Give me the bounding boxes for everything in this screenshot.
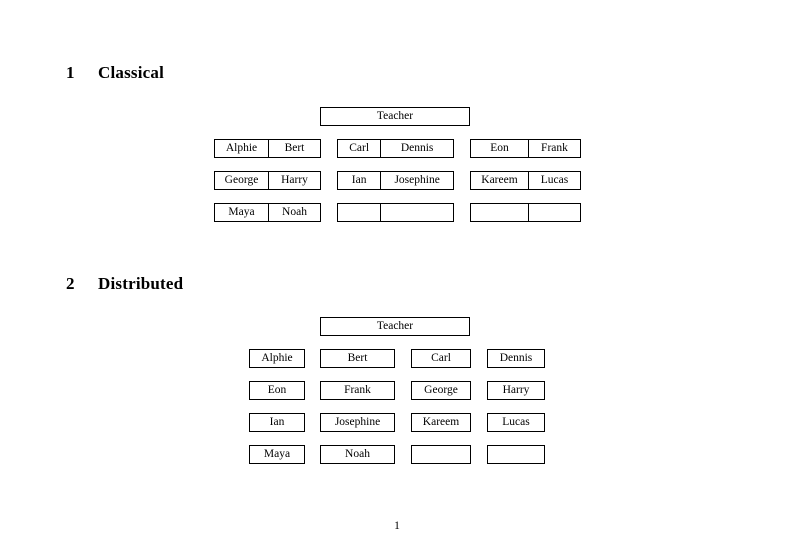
- student-box: Bert: [320, 349, 395, 368]
- table-row: Ian Josephine: [337, 171, 454, 190]
- student-cell-empty: [488, 446, 544, 463]
- student-box: Dennis: [487, 349, 545, 368]
- student-cell: Harry: [502, 383, 530, 396]
- student-cell: Bert: [347, 351, 368, 364]
- teacher-cell: Teacher: [376, 109, 414, 122]
- table-row: Kareem Lucas: [470, 171, 581, 190]
- student-cell: Noah: [267, 204, 320, 221]
- table-row: Carl Dennis: [337, 139, 454, 158]
- student-box: Lucas: [487, 413, 545, 432]
- student-cell: Maya: [228, 205, 255, 218]
- student-cell-empty: [412, 446, 470, 463]
- student-cell: Eon: [267, 383, 287, 396]
- student-cell: Kareem: [422, 415, 460, 428]
- student-box: Maya: [249, 445, 305, 464]
- student-cell-empty: [527, 204, 580, 221]
- student-cell: Noah: [345, 447, 370, 460]
- student-box: Alphie: [249, 349, 305, 368]
- student-cell: Lucas: [527, 172, 580, 189]
- student-cell-empty: [338, 204, 380, 221]
- student-cell: Dennis: [380, 140, 453, 157]
- table-row: George Harry: [214, 171, 321, 190]
- student-cell: George: [424, 383, 458, 396]
- section-title: Classical: [98, 63, 165, 82]
- table-row-empty: [470, 203, 581, 222]
- student-cell: Harry: [267, 172, 320, 189]
- student-box: Carl: [411, 349, 471, 368]
- table-row: Eon Frank: [470, 139, 581, 158]
- student-cell: Maya: [263, 447, 291, 460]
- teacher-cell: Teacher: [376, 319, 414, 332]
- student-box: Eon: [249, 381, 305, 400]
- student-box: Frank: [320, 381, 395, 400]
- section-title: Distributed: [98, 274, 184, 293]
- student-box: Kareem: [411, 413, 471, 432]
- student-cell: Ian: [351, 173, 367, 186]
- student-cell: Carl: [349, 141, 370, 154]
- student-box-empty: [487, 445, 545, 464]
- section-heading-classical: 1 Classical: [66, 63, 164, 83]
- student-box: Josephine: [320, 413, 395, 432]
- student-cell: George: [224, 173, 259, 186]
- student-cell-empty: [471, 204, 528, 221]
- student-cell: Dennis: [499, 351, 533, 364]
- student-cell: Bert: [267, 140, 320, 157]
- student-cell: Frank: [344, 383, 371, 396]
- student-box: Ian: [249, 413, 305, 432]
- table-row: Maya Noah: [214, 203, 321, 222]
- table-row-empty: [337, 203, 454, 222]
- section-number: 2: [66, 274, 75, 293]
- student-box: Noah: [320, 445, 395, 464]
- teacher-box-distributed: Teacher: [320, 317, 470, 336]
- section-heading-distributed: 2 Distributed: [66, 274, 183, 294]
- student-cell: Carl: [431, 351, 451, 364]
- student-cell-empty: [380, 204, 453, 221]
- student-cell: Lucas: [502, 415, 530, 428]
- student-box: Harry: [487, 381, 545, 400]
- student-cell: Josephine: [380, 172, 453, 189]
- student-box-empty: [411, 445, 471, 464]
- student-cell: Josephine: [334, 415, 381, 428]
- page-number: 1: [394, 520, 400, 532]
- table-row: Alphie Bert: [214, 139, 321, 158]
- teacher-box-classical: Teacher: [320, 107, 470, 126]
- student-cell: Eon: [490, 141, 509, 154]
- student-box: George: [411, 381, 471, 400]
- student-cell: Frank: [527, 140, 580, 157]
- student-cell: Alphie: [261, 351, 293, 364]
- student-cell: Alphie: [225, 141, 258, 154]
- student-cell: Kareem: [481, 173, 518, 186]
- student-cell: Ian: [269, 415, 285, 428]
- section-number: 1: [66, 63, 75, 82]
